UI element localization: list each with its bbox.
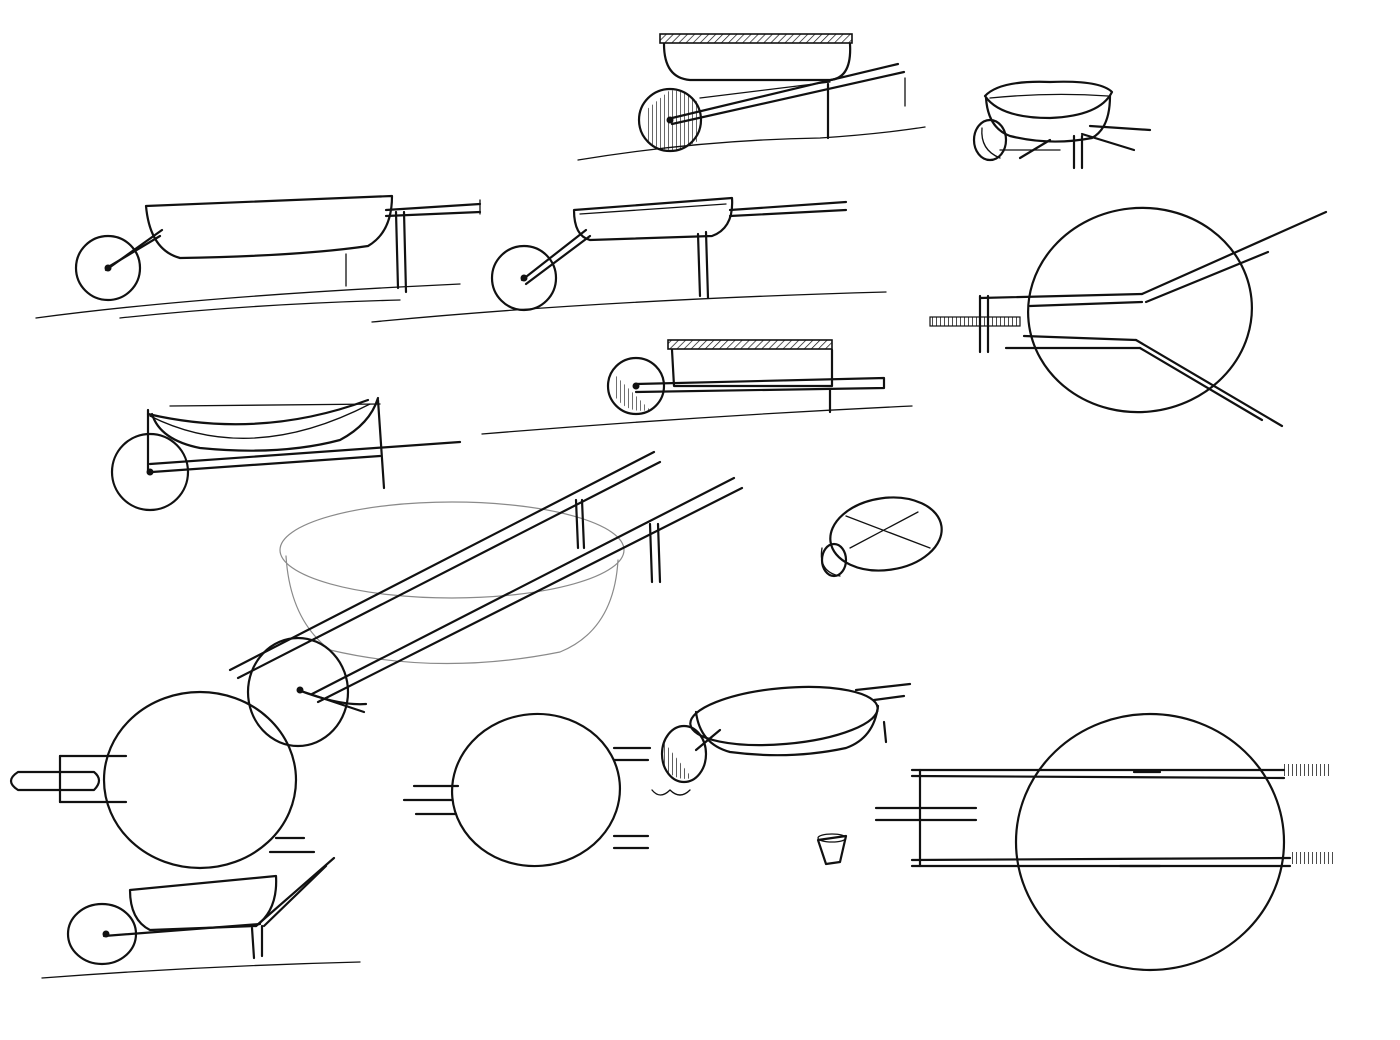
sketch-top-right-perspective: [972, 80, 1152, 170]
sketch-bucket-detail: [816, 833, 848, 866]
sketch-big-wheel-front-view: [929, 206, 1328, 428]
sketch-side-view-2: [371, 196, 887, 323]
sketch-side-view-1: [35, 194, 482, 319]
sketch-small-perspective: [651, 682, 912, 796]
sketch-wheel-front-view-left: [9, 690, 316, 870]
sketch-bottom-side-view: [41, 856, 361, 979]
sketch-side-view-3: [110, 396, 462, 512]
sketch-hatched-side-view: [481, 339, 913, 435]
sketch-small-tub: [820, 496, 943, 578]
sketch-wheel-front-view-middle: [402, 712, 652, 868]
sketch-perspective-long-handles: [228, 450, 744, 748]
sketch-big-wheel-top-view: [874, 712, 1336, 972]
sketch-top-section-view: [577, 33, 926, 161]
